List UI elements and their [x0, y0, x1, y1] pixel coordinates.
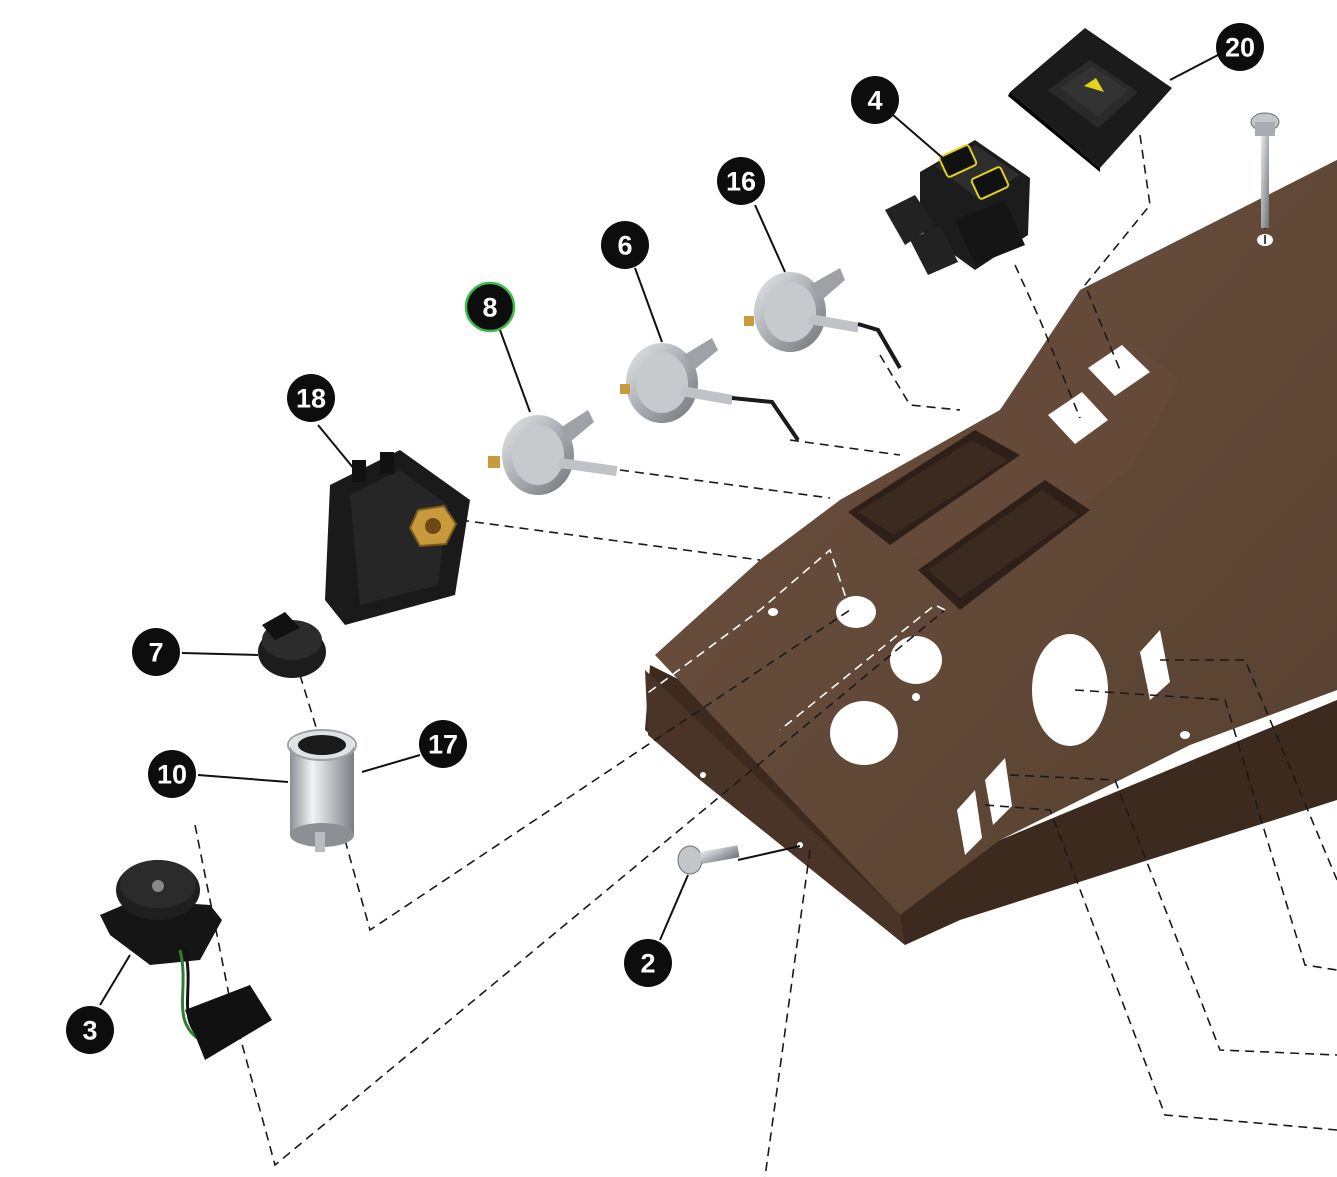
callout-circle [419, 720, 467, 768]
callout-label: 18 [296, 384, 326, 414]
callout-label: 17 [428, 730, 458, 760]
callout-label: 16 [726, 167, 756, 197]
callout-label: 10 [157, 760, 187, 790]
callout-label: 20 [1225, 33, 1255, 63]
assembly-lines [194, 134, 1337, 1177]
leader-lines [99, 54, 1219, 1006]
callout-7: 7 [132, 628, 180, 676]
power-socket-sleeve-icon [287, 729, 357, 761]
callout-8: 8 [464, 281, 516, 333]
rotary-switch-icon [744, 268, 902, 370]
callout-circle [851, 76, 899, 124]
callout-circle [601, 221, 649, 269]
callout-4: 4 [851, 76, 899, 124]
connector-bracket-icon [325, 450, 470, 625]
callout-label: 7 [148, 638, 163, 668]
screw-icon [677, 845, 740, 875]
callout-circle [464, 281, 516, 333]
callout-10: 10 [148, 750, 196, 798]
callout-circle [66, 1006, 114, 1054]
callout-label: 8 [482, 293, 497, 323]
callout-18: 18 [287, 374, 335, 422]
rotary-switch-icon [620, 338, 800, 442]
rotary-switch-icon [488, 410, 618, 495]
callout-label: 2 [640, 949, 655, 979]
callout-label: 6 [617, 231, 632, 261]
callout-circle [148, 750, 196, 798]
callout-16: 16 [717, 157, 765, 205]
callout-circle [624, 939, 672, 987]
callout-6: 6 [601, 221, 649, 269]
buzzer-icon [100, 860, 272, 1060]
callout-17: 17 [419, 720, 467, 768]
power-socket-body-icon [290, 731, 354, 852]
callout-circle [717, 157, 765, 205]
callout-3: 3 [66, 1006, 114, 1054]
callout-circle [1216, 23, 1264, 71]
switch-cover-icon [1008, 28, 1172, 172]
long-screw-icon [1250, 112, 1280, 228]
callout-20: 20 [1216, 23, 1264, 71]
callout-circle [287, 374, 335, 422]
callout-layer: 20 4 16 6 8 18 7 17 10 3 2 [66, 23, 1264, 1054]
callout-label: 4 [867, 86, 882, 116]
callout-2: 2 [624, 939, 672, 987]
socket-cap-icon [258, 612, 326, 678]
callout-label: 3 [82, 1016, 97, 1046]
callout-circle [132, 628, 180, 676]
center-console [645, 160, 1337, 945]
rocker-switch-block-icon [885, 140, 1030, 275]
